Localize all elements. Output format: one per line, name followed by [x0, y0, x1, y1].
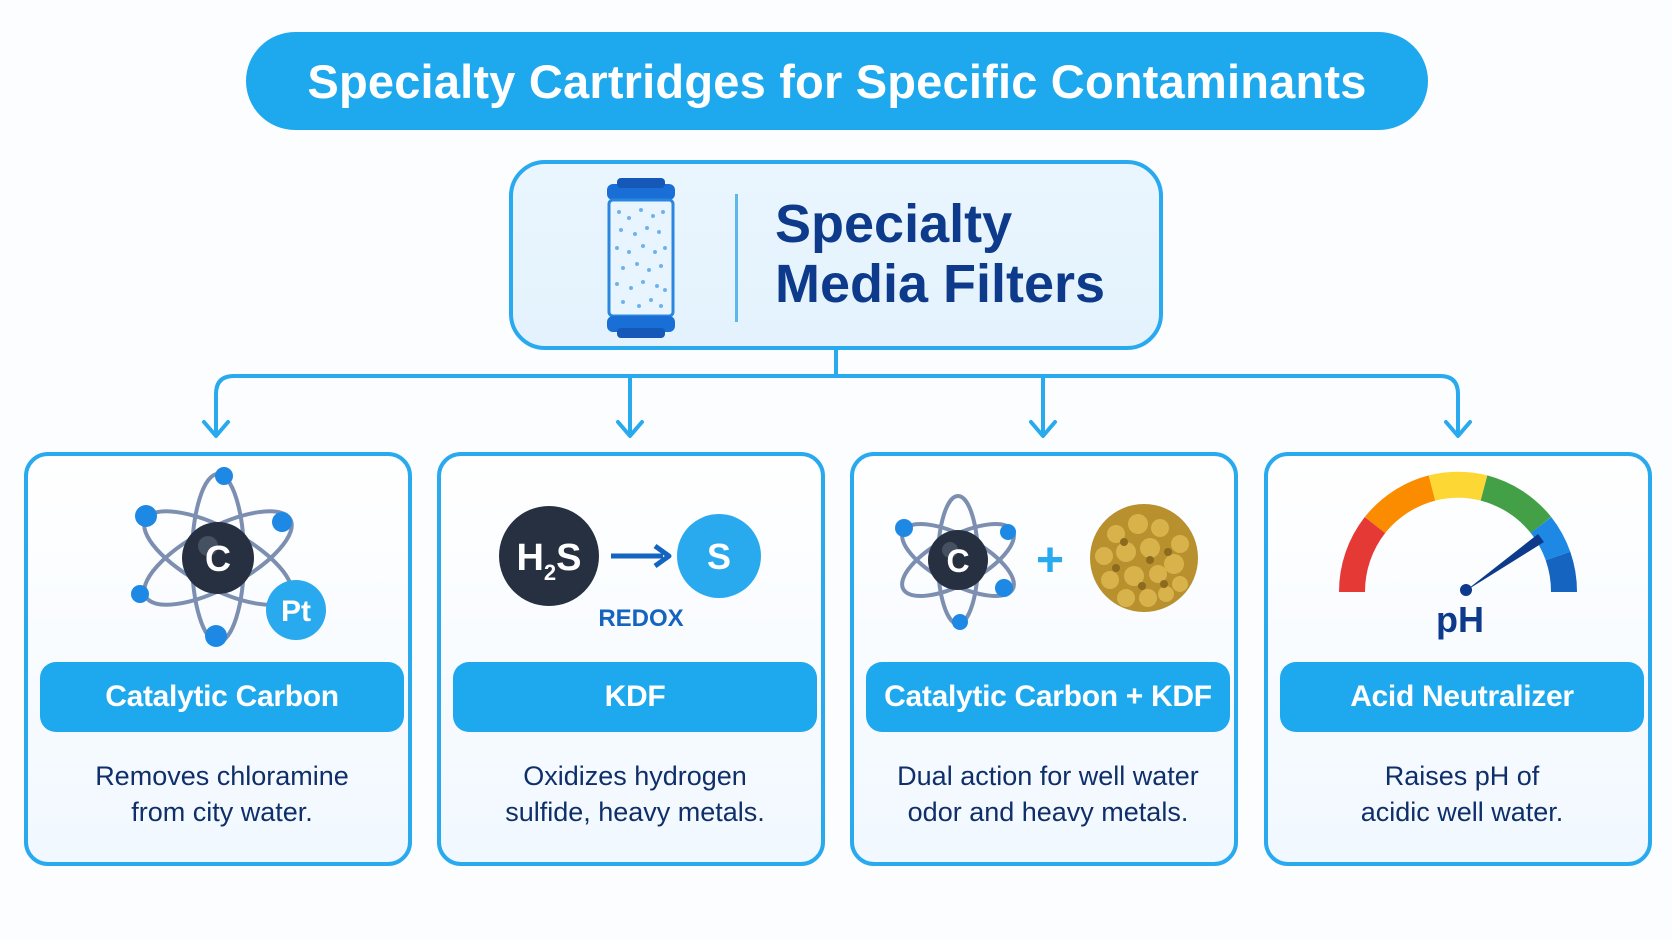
- redox-reaction-icon: H2S S REDOX: [499, 506, 761, 632]
- desc-line-2: sulfide, heavy metals.: [505, 797, 765, 827]
- plus-symbol: +: [1036, 534, 1064, 587]
- ph-gauge-icon: pH: [1338, 471, 1578, 640]
- carbon-symbol: C: [946, 543, 969, 579]
- divider: [735, 194, 738, 322]
- desc-line-2: odor and heavy metals.: [907, 797, 1189, 827]
- desc-line-1: Removes chloramine: [95, 761, 349, 791]
- card-catalytic-carbon: C Pt Catalytic Carbon Removes chloramine…: [24, 452, 412, 866]
- desc-line-2: acidic well water.: [1360, 797, 1564, 827]
- card-acid-neutralizer: pH Acid Neutralizer Raises pH of acidic …: [1264, 452, 1652, 866]
- desc-line-2: from city water.: [131, 797, 313, 827]
- root-title-line-2: Media Filters: [775, 254, 1106, 314]
- product-symbol: S: [707, 536, 731, 577]
- card-description: Raises pH of acidic well water.: [1280, 758, 1644, 830]
- desc-line-1: Raises pH of: [1384, 761, 1540, 791]
- carbon-plus-kdf-icon: C +: [895, 494, 1198, 630]
- page-title: Specialty Cartridges for Specific Contam…: [307, 54, 1367, 108]
- carbon-atom-platinum-icon: C Pt: [131, 467, 326, 647]
- desc-line-1: Oxidizes hydrogen: [523, 761, 747, 791]
- title-banner: Specialty Cartridges for Specific Contam…: [246, 32, 1428, 130]
- card-kdf: H2S S REDOX KDF Oxidizes hydrogen sulfid…: [437, 452, 825, 866]
- desc-line-1: Dual action for well water: [897, 761, 1199, 791]
- root-node-specialty-media-filters: Specialty Media Filters: [509, 160, 1163, 350]
- card-label: KDF: [453, 662, 817, 732]
- reactant-symbol: H2S: [516, 537, 581, 585]
- ph-label: pH: [1436, 599, 1484, 640]
- card-description: Oxidizes hydrogen sulfide, heavy metals.: [453, 758, 817, 830]
- carbon-symbol: C: [205, 538, 231, 579]
- card-description: Removes chloramine from city water.: [40, 758, 404, 830]
- filter-cartridge-icon: [607, 178, 675, 338]
- card-catalytic-carbon-kdf: C + Catalytic Carbon + KDF Dual action f…: [850, 452, 1238, 866]
- platinum-symbol: Pt: [281, 595, 311, 628]
- kdf-granules-icon: [1090, 504, 1198, 612]
- root-title: Specialty Media Filters: [775, 194, 1155, 314]
- card-label: Catalytic Carbon + KDF: [866, 662, 1230, 732]
- card-description: Dual action for well water odor and heav…: [866, 758, 1230, 830]
- reaction-label: REDOX: [598, 605, 683, 632]
- root-title-line-1: Specialty: [775, 194, 1013, 254]
- card-label: Catalytic Carbon: [40, 662, 404, 732]
- card-label: Acid Neutralizer: [1280, 662, 1644, 732]
